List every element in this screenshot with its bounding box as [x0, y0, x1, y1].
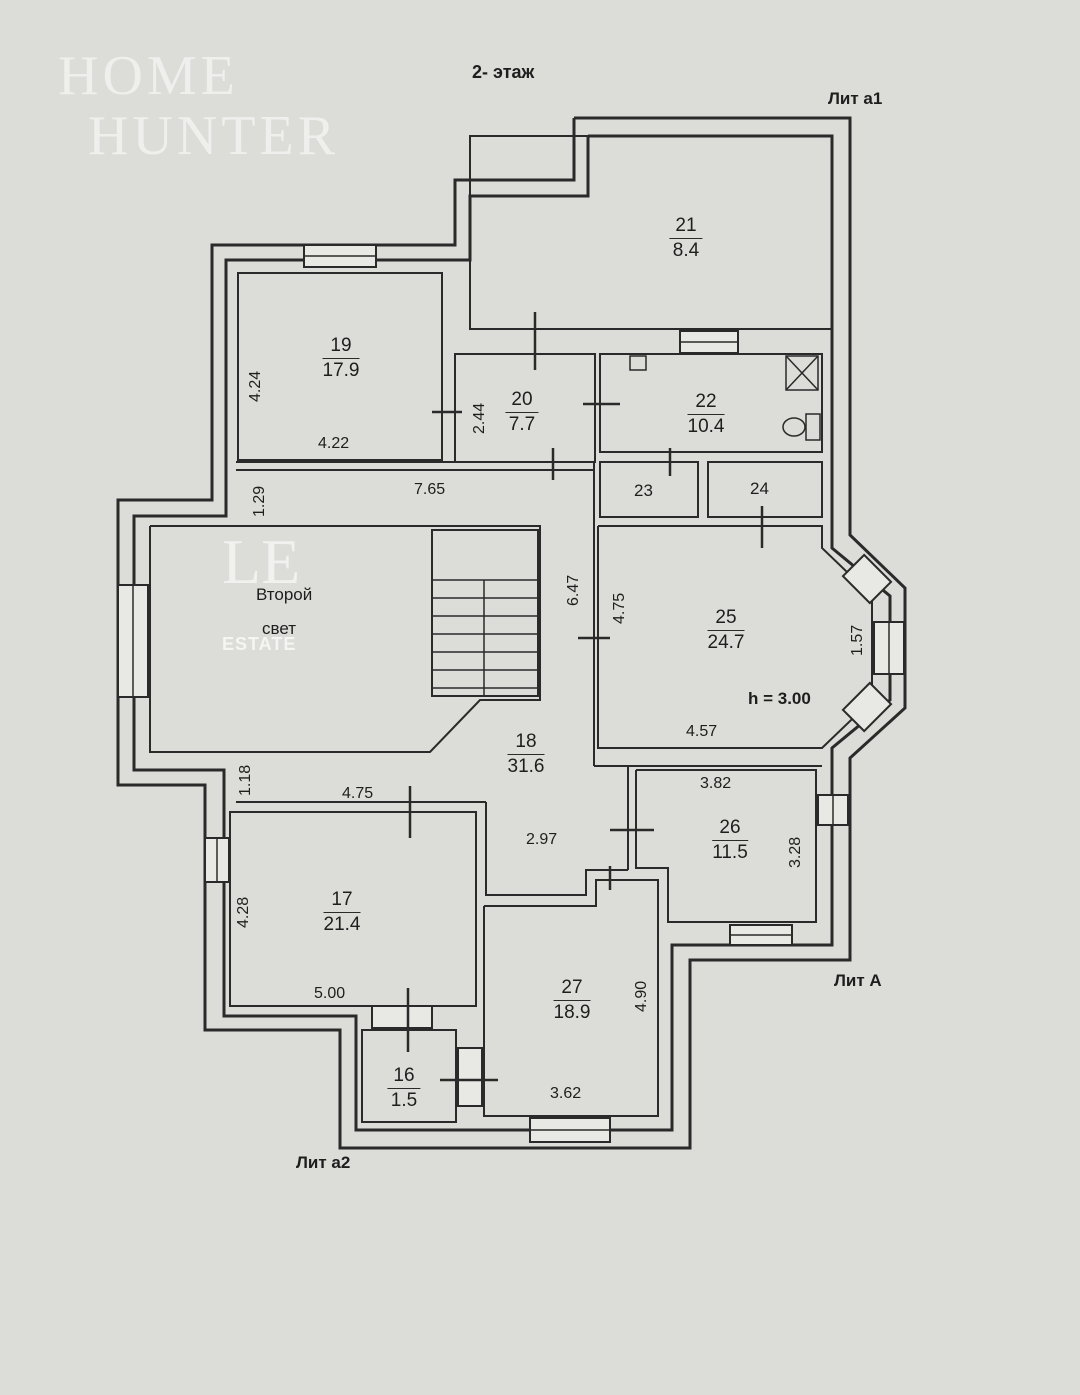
room-19-outline — [237, 272, 443, 461]
hall-lower-wall — [485, 802, 628, 896]
window-room-17 — [204, 837, 230, 883]
room-25-label: 25 24.7 — [707, 606, 745, 655]
room-27-label: 27 18.9 — [553, 976, 591, 1025]
window-room-27 — [529, 1117, 611, 1143]
room-area: 21.4 — [323, 913, 361, 935]
room-18-label: 18 31.6 — [507, 730, 545, 779]
room-number: 27 — [553, 976, 591, 1001]
ceiling-height: h = 3.00 — [748, 689, 811, 708]
stair-steps — [432, 579, 538, 696]
bathroom-fixtures — [629, 355, 821, 441]
dim-382: 3.82 — [700, 775, 732, 792]
dim-647: 6.47 — [565, 574, 582, 606]
dim-765: 7.65 — [414, 481, 446, 498]
watermark-brand-line1: HOME — [58, 45, 239, 107]
dim-475a: 4.75 — [611, 592, 628, 624]
room-20-outline — [454, 353, 596, 463]
room-21-outline — [469, 135, 833, 330]
window-bay-mid — [873, 621, 905, 675]
room-area: 11.5 — [712, 841, 748, 863]
window-room-21 — [679, 330, 739, 354]
room-number: 16 — [387, 1064, 421, 1089]
room-16-label: 16 1.5 — [387, 1064, 421, 1113]
room-number: 17 — [323, 888, 361, 913]
room-17-outline — [229, 811, 477, 1007]
room-area: 18.9 — [553, 1001, 591, 1023]
dim-457: 4.57 — [686, 723, 718, 740]
room-17-label: 17 21.4 — [323, 888, 361, 937]
room-number: 21 — [669, 214, 703, 239]
dim-424: 4.24 — [247, 370, 264, 402]
room-number: 19 — [322, 334, 360, 359]
second-light-void — [149, 525, 541, 753]
liter-A-label: Лит А — [834, 971, 882, 990]
room-number: 25 — [707, 606, 745, 631]
room-area: 10.4 — [687, 415, 725, 437]
room-24-outline — [707, 461, 823, 518]
window-bay-top — [841, 553, 893, 605]
dim-500: 5.00 — [314, 985, 346, 1002]
dim-328: 3.28 — [787, 836, 804, 868]
liter-a2-label: Лит а2 — [296, 1153, 351, 1172]
room-23-label: 23 — [634, 481, 653, 500]
dim-129: 1.29 — [251, 485, 268, 517]
floor-title: 2- этаж — [472, 62, 535, 82]
second-light-line2: свет — [262, 619, 297, 638]
room-area: 8.4 — [672, 239, 700, 261]
inner-wall-outline — [132, 134, 892, 1132]
room-area: 7.7 — [508, 413, 536, 435]
second-light-line1: Второй — [256, 585, 313, 604]
watermark-brand-line2: HUNTER — [88, 105, 340, 167]
dim-428: 4.28 — [235, 896, 252, 928]
staircase — [431, 529, 539, 697]
dim-244: 2.44 — [471, 402, 488, 434]
room-number: 18 — [507, 730, 545, 755]
watermark-estate-text: ESTATE — [222, 634, 297, 654]
window-room-26 — [817, 794, 849, 826]
window-room-19 — [303, 244, 377, 268]
room-number: 26 — [712, 816, 748, 841]
room-25-outline — [597, 525, 873, 749]
room-area: 24.7 — [707, 631, 745, 653]
room-number: 22 — [687, 390, 725, 415]
room-area: 1.5 — [390, 1089, 418, 1111]
window-bay-bottom — [841, 681, 893, 733]
room-20-label: 20 7.7 — [505, 388, 539, 437]
room-area: 31.6 — [507, 755, 545, 777]
outer-wall-outline — [116, 116, 907, 1150]
room-area: 17.9 — [322, 359, 360, 381]
window-room-16 — [371, 1005, 433, 1029]
dim-422: 4.22 — [318, 435, 350, 452]
dim-118: 1.18 — [237, 764, 254, 796]
dim-297: 2.97 — [526, 831, 558, 848]
room-26-label: 26 11.5 — [712, 816, 748, 865]
dim-475b: 4.75 — [342, 785, 374, 802]
room-26-outline — [635, 769, 817, 923]
dim-362: 3.62 — [550, 1085, 582, 1102]
window-room-26-bottom — [729, 924, 793, 946]
dim-490: 4.90 — [633, 980, 650, 1012]
dim-157: 1.57 — [849, 624, 866, 656]
room-22-label: 22 10.4 — [687, 390, 725, 439]
window-second-light — [117, 584, 149, 698]
room-number: 20 — [505, 388, 539, 413]
room-27-outline — [483, 879, 659, 1117]
room-21-label: 21 8.4 — [669, 214, 703, 263]
door-marks — [406, 312, 764, 1082]
room-19-label: 19 17.9 — [322, 334, 360, 383]
liter-a1-label: Лит а1 — [828, 89, 883, 108]
watermark-estate-logo: LE — [222, 526, 301, 597]
window-room-27-side — [457, 1047, 483, 1107]
room-24-label: 24 — [750, 479, 769, 498]
room-23-outline — [599, 461, 699, 518]
